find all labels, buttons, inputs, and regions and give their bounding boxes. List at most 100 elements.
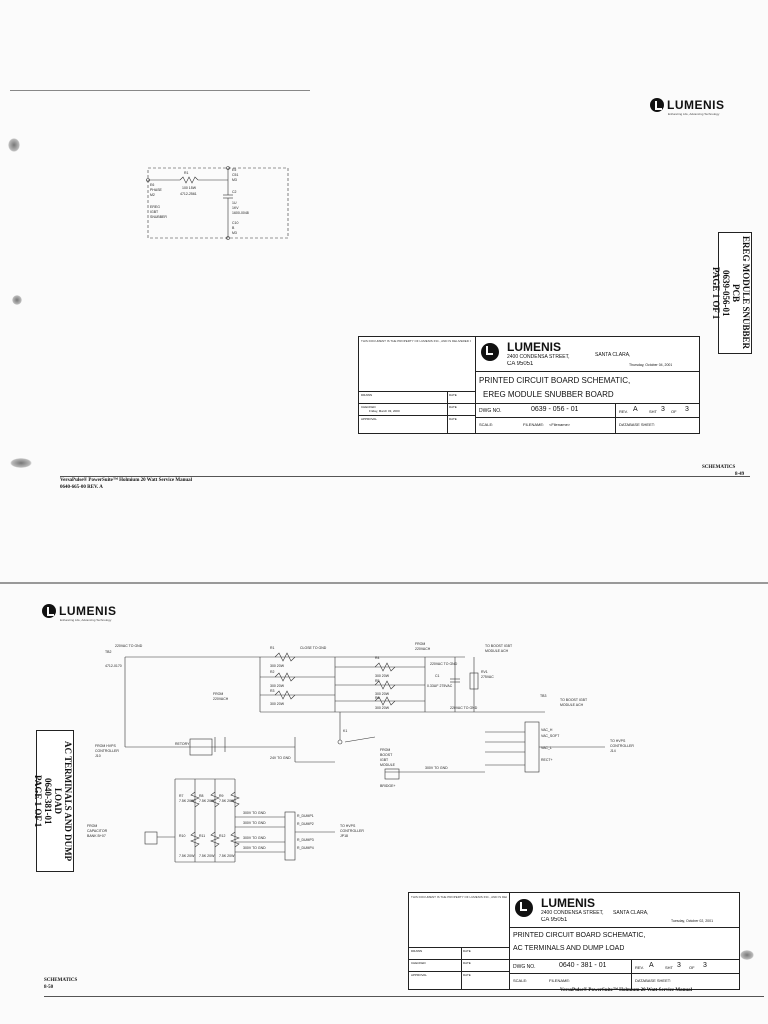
schematic-label: FROM <box>380 748 390 752</box>
schematic-label: R7 <box>179 794 184 798</box>
schematic-label: R_DUMP2 <box>297 822 314 826</box>
scan-spot <box>10 458 32 468</box>
schematic-label: FROM HVPS <box>95 744 116 748</box>
schematic-label: E5 <box>232 168 236 172</box>
dwg-number: 0639 - 056 - 01 <box>531 406 579 413</box>
schematic-label: J14 <box>610 749 616 753</box>
footer-section: SCHEMATICS <box>44 978 78 983</box>
logo-wordmark: LUMENIS <box>667 98 725 112</box>
schematic-label: CONTROLLER <box>610 744 634 748</box>
schematic-label: RETORY <box>175 742 190 746</box>
schematic-label: 7.5K 20W <box>199 799 215 803</box>
schematic-label: 1600-0048 <box>232 211 249 215</box>
scan-line <box>10 90 310 91</box>
date-label: DATE <box>449 405 457 409</box>
address-street: 2400 CONDENSA STREET, <box>541 910 604 916</box>
date-label: DATE <box>449 417 457 421</box>
sheet-label: SHT <box>665 965 673 970</box>
tb-divider <box>475 403 699 404</box>
side-label-number: 0640-381-01 <box>43 777 53 825</box>
schematic-label: 7.5K 20W <box>199 854 215 858</box>
schematic-label: 300V TO GND <box>243 821 266 825</box>
schematic-label: R3 <box>270 689 275 693</box>
title-block-logo <box>481 343 499 361</box>
checked-label: CHECKED <box>411 961 426 965</box>
schematic-label: 300 20W <box>270 664 285 668</box>
page-8-49: LUMENIS Enhancing Life, Advancing Techno… <box>8 90 752 490</box>
dwg-label: DWG NO. <box>513 964 536 970</box>
schematic-label: CONTROLLER <box>95 749 119 753</box>
tb-divider <box>509 893 510 989</box>
side-label-page: PAGE 1 OF 1 <box>711 266 721 320</box>
schematic-label: M2 <box>150 193 155 197</box>
of-label: OF <box>671 409 677 414</box>
drawing-title-1: PRINTED CIRCUIT BOARD SCHEMATIC, <box>479 376 631 385</box>
database-label: DATABASE SHEET: <box>635 978 671 983</box>
print-date: Tuesday, October 02, 2001 <box>671 919 714 923</box>
footer-manual-title: VersaPulse® PowerSuite™ Holmium 20 Watt … <box>60 478 193 483</box>
logo-wordmark: LUMENIS <box>59 604 117 618</box>
side-label: AC TERMINALS AND DUMP LOAD 0640-381-01 P… <box>33 730 74 872</box>
schematic-label: 24V TO GND <box>270 756 291 760</box>
schematic-label: 4712-0170 <box>105 664 122 668</box>
scale-label: SCALE: <box>513 978 528 983</box>
address-city: SANTA CLARA, <box>595 352 631 358</box>
approval-label: APPROVAL <box>361 417 377 421</box>
schematic-label: VAC_L <box>541 746 552 750</box>
schematic-label: R6 <box>375 696 380 700</box>
schematic-label: M3 <box>232 231 237 235</box>
schematic-label: R5 <box>375 679 380 683</box>
side-label: EREG MODULE SNUBBER PCB 0639-056-01 PAGE… <box>711 232 752 354</box>
tb-divider <box>509 927 739 928</box>
sheet-value: 3 <box>661 406 665 413</box>
schematic-label: E6 <box>150 183 154 187</box>
of-value: 3 <box>703 962 707 969</box>
company-logo: LUMENIS Enhancing Life, Advancing Techno… <box>42 604 117 622</box>
lumenis-mark-icon <box>515 899 533 917</box>
approval-label: APPROVAL <box>411 973 427 977</box>
address-zip: CA 95051 <box>507 361 534 367</box>
tb-divider <box>409 971 509 972</box>
sheet-label: SHT <box>649 409 657 414</box>
of-value: 3 <box>685 406 689 413</box>
checked-date: Friday, March 03, 2000 <box>369 409 400 413</box>
schematic-label: TB2 <box>105 650 111 654</box>
schematic-label: IGBT <box>150 210 159 214</box>
schematic-label: CLOSE TO GND <box>300 646 327 650</box>
company-name: LUMENIS <box>507 340 561 354</box>
footer-rule <box>44 996 764 997</box>
schematic-label: TO BOOST IGBT <box>560 698 588 702</box>
schematic-label: R11 <box>199 834 205 838</box>
schematic-label: 300 20W <box>270 684 285 688</box>
schematic-label: 300V TO GND <box>243 846 266 850</box>
confidential-notice: THIS DOCUMENT IS THE PROPERTY OF LUMENIS… <box>411 896 507 899</box>
schematic-label: 300V TO GND <box>243 836 266 840</box>
schematic-label: 7.5K 20W <box>179 799 195 803</box>
schematic-label: R_DUMP3 <box>297 838 314 842</box>
scan-spot <box>12 295 22 305</box>
schematic-label: 7.5K 20W <box>219 854 235 858</box>
schematic-label: JP18 <box>340 834 348 838</box>
drawing-title-2: AC TERMINALS AND DUMP LOAD <box>513 945 625 952</box>
schematic-label: C1 <box>435 674 440 678</box>
address-city: SANTA CLARA, <box>613 910 649 916</box>
schematic-label: 220VAC TO GND <box>430 662 458 666</box>
schematic-label: R10 <box>179 834 185 838</box>
side-label-number: 0639-056-01 <box>721 269 731 317</box>
side-label-title: AC TERMINALS AND DUMP LOAD <box>53 740 73 862</box>
rev-value: A <box>633 406 638 413</box>
title-block: THIS DOCUMENT IS THE PROPERTY OF LUMENIS… <box>408 892 740 990</box>
schematic-label: J10 <box>95 754 101 758</box>
rev-label: REV. <box>635 965 644 970</box>
schematic-label: 300 20W <box>375 674 390 678</box>
footer-section: SCHEMATICS <box>702 465 736 470</box>
schematic-label: MODULE <box>380 763 396 767</box>
date-label: DATE <box>463 961 471 965</box>
schematic-label: IGBT <box>380 758 389 762</box>
title-block: THIS DOCUMENT IS THE PROPERTY OF LUMENIS… <box>358 336 700 434</box>
date-label: DATE <box>463 949 471 953</box>
schematic-label: 7.5K 20W <box>219 799 235 803</box>
date-label: DATE <box>463 973 471 977</box>
schematic-label: R1 <box>184 171 189 175</box>
schematic-label: BANK B+07 <box>87 834 106 838</box>
